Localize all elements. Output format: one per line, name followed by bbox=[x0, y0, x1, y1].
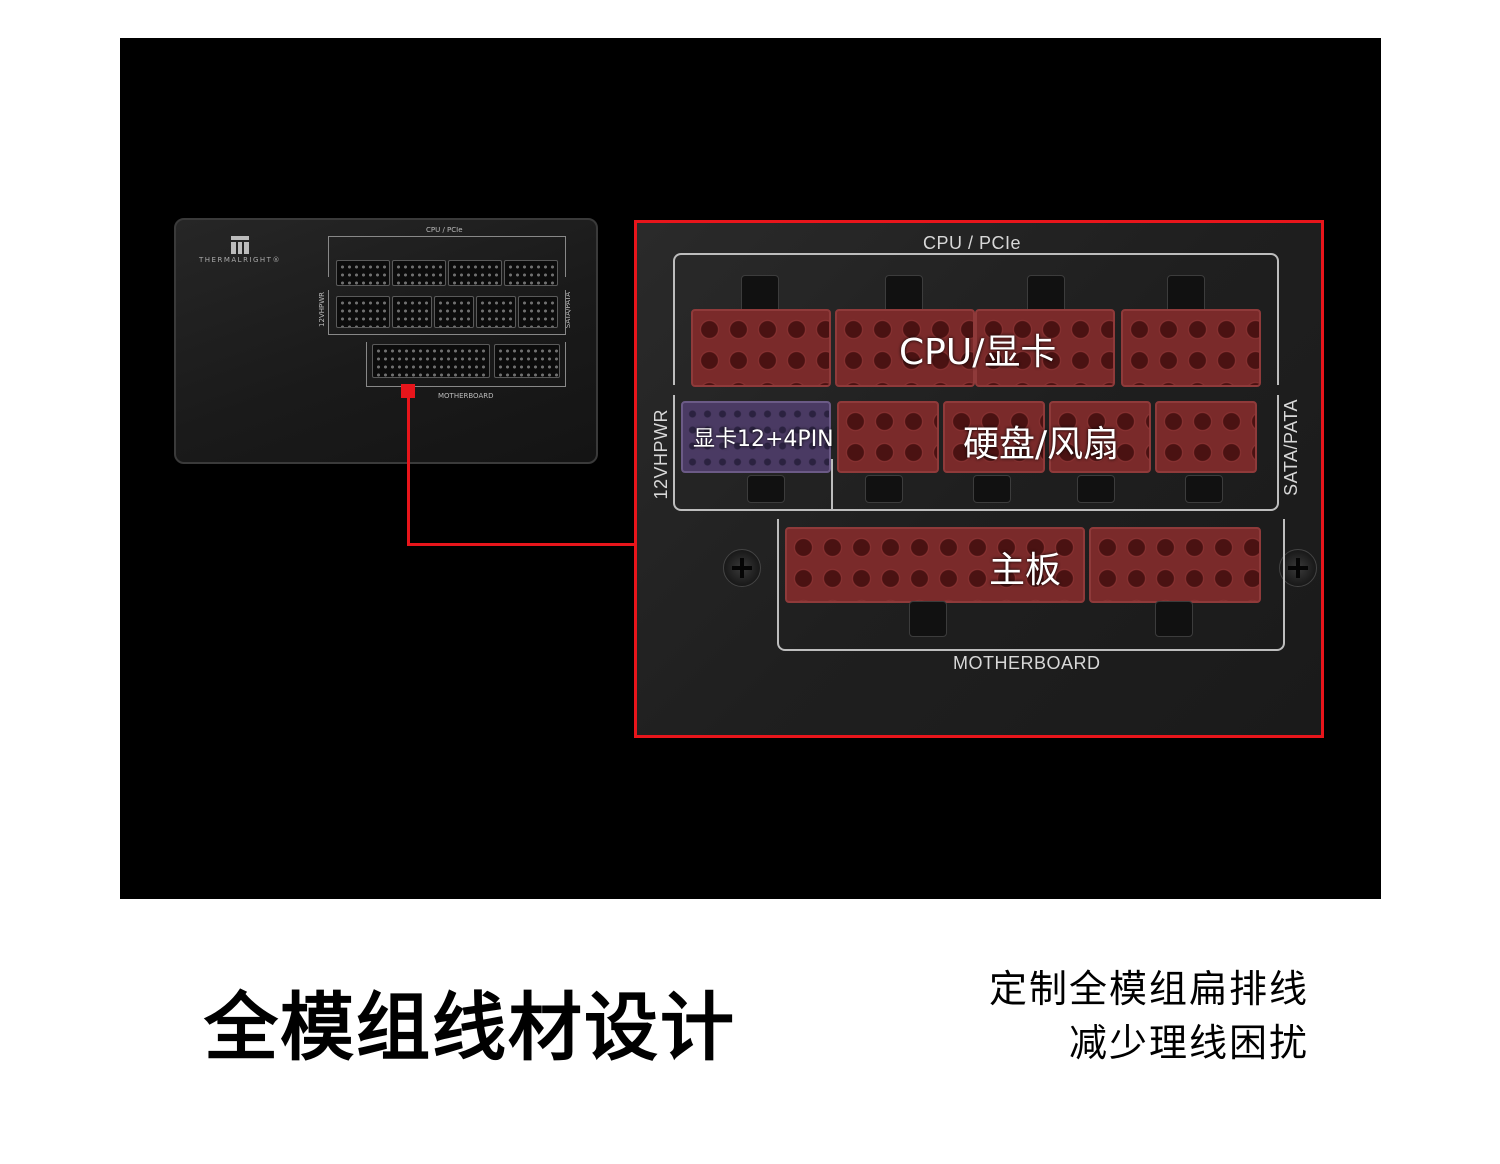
gpu-12-4pin-label: 显卡12+4PIN bbox=[693, 427, 834, 452]
latch-notch bbox=[1167, 275, 1205, 313]
small-mb-bracket bbox=[366, 342, 566, 387]
latch-notch bbox=[909, 601, 947, 637]
cpu-pcie-label: CPU / PCIe bbox=[923, 233, 1022, 253]
thermalright-logo-icon bbox=[231, 236, 249, 254]
hdd-fan-connector bbox=[943, 401, 1045, 473]
motherboard-silk-label: MOTHERBOARD bbox=[953, 653, 1101, 673]
cpu-gpu-connector bbox=[691, 309, 831, 387]
product-frame: THERMALRIGHT® CPU / PCIe 12VHPWR SATA/PA… bbox=[120, 38, 1381, 1127]
motherboard-label: 主板 bbox=[989, 550, 1062, 591]
sata-bracket bbox=[673, 395, 1279, 511]
small-connector bbox=[504, 260, 558, 286]
product-photo-area: THERMALRIGHT® CPU / PCIe 12VHPWR SATA/PA… bbox=[120, 38, 1381, 899]
small-connector bbox=[476, 296, 516, 328]
latch-notch bbox=[1027, 275, 1065, 313]
zoom-marker bbox=[401, 384, 415, 398]
subline-2: 减少理线困扰 bbox=[1068, 1021, 1309, 1065]
latch-notch bbox=[747, 475, 785, 503]
psu-overview: THERMALRIGHT® CPU / PCIe 12VHPWR SATA/PA… bbox=[174, 218, 598, 464]
small-cpu-bracket bbox=[328, 236, 566, 277]
headline: 全模组线材设计 bbox=[204, 985, 736, 1071]
subline-1: 定制全模组扁排线 bbox=[988, 967, 1309, 1011]
subline: 定制全模组扁排线 减少理线困扰 bbox=[989, 962, 1309, 1070]
motherboard-bracket bbox=[777, 519, 1285, 651]
12vhpwr-label: 12VHPWR bbox=[651, 409, 671, 500]
zoom-panel: CPU / PCIe CPU/显卡 12VHPWR SATA/PATA 显卡12… bbox=[634, 220, 1324, 738]
brand-text: THERMALRIGHT® bbox=[199, 256, 281, 264]
connector-line bbox=[407, 543, 635, 546]
small-connector bbox=[336, 260, 390, 286]
section-divider bbox=[831, 459, 833, 509]
small-12vhpwr-label: 12VHPWR bbox=[318, 292, 326, 327]
cpu-gpu-connector bbox=[835, 309, 975, 387]
small-motherboard-label: MOTHERBOARD bbox=[438, 392, 494, 400]
gpu-12-4pin-connector bbox=[681, 401, 831, 473]
hdd-fan-connector bbox=[1049, 401, 1151, 473]
latch-notch bbox=[865, 475, 903, 503]
small-connector bbox=[372, 344, 490, 378]
cpu-gpu-label: CPU/显卡 bbox=[899, 332, 1057, 373]
latch-notch bbox=[1155, 601, 1193, 637]
hdd-fan-connector bbox=[837, 401, 939, 473]
motherboard-connector bbox=[1089, 527, 1261, 603]
connector-line bbox=[407, 398, 410, 546]
latch-notch bbox=[885, 275, 923, 313]
motherboard-connector bbox=[785, 527, 1085, 603]
latch-notch bbox=[973, 475, 1011, 503]
small-connector bbox=[392, 260, 446, 286]
screw-icon bbox=[1279, 549, 1317, 587]
small-connector bbox=[392, 296, 432, 328]
latch-notch bbox=[1185, 475, 1223, 503]
small-connector bbox=[518, 296, 558, 328]
hdd-fan-label: 硬盘/风扇 bbox=[963, 424, 1120, 465]
latch-notch bbox=[741, 275, 779, 313]
small-connector bbox=[494, 344, 560, 378]
cpu-pcie-bracket bbox=[673, 253, 1279, 385]
latch-notch bbox=[1077, 475, 1115, 503]
small-sata-bracket bbox=[328, 290, 566, 335]
small-connector bbox=[448, 260, 502, 286]
small-cpu-pcie-label: CPU / PCIe bbox=[426, 226, 463, 234]
hdd-fan-connector bbox=[1155, 401, 1257, 473]
cpu-gpu-connector bbox=[975, 309, 1115, 387]
small-connector bbox=[434, 296, 474, 328]
screw-icon bbox=[723, 549, 761, 587]
cpu-gpu-connector bbox=[1121, 309, 1261, 387]
small-connector bbox=[336, 296, 390, 328]
sata-pata-label: SATA/PATA bbox=[1281, 399, 1301, 496]
